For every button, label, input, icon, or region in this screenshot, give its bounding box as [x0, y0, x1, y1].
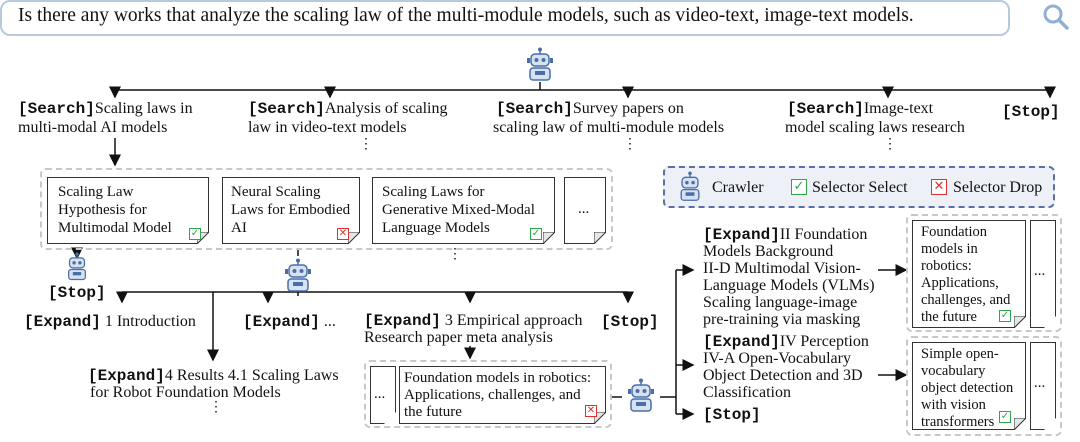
- more-papers-dots: ...: [1034, 375, 1046, 391]
- expand-action-right-2-line: Classification: [703, 384, 791, 401]
- expand-action-right-1-line: Models Background: [703, 243, 834, 260]
- drop-x-icon: ✕: [337, 228, 349, 240]
- page-fold-icon: [594, 412, 606, 424]
- paper-title: Scaling Law Hypothesis for Multimodal Mo…: [58, 184, 172, 236]
- expand-action-right-1-line: Scaling language-image: [703, 294, 858, 311]
- stop-action-left: [Stop]: [48, 284, 106, 302]
- more-dots: ⋮: [883, 137, 897, 152]
- paper-card[interactable]: [372, 177, 555, 244]
- paper-group: [364, 360, 612, 428]
- paper-title: Scaling Laws for Generative Mixed-Modal …: [382, 184, 535, 236]
- paper-card[interactable]: [399, 366, 606, 424]
- search-action-1: [Search]Scaling laws in: [18, 100, 193, 118]
- crawler-robot-icon: [680, 171, 700, 201]
- expand-action-right-1: [Expand]II Foundation: [703, 226, 868, 244]
- stop-action-mid: [Stop]: [601, 313, 659, 331]
- more-papers-dots: ...: [374, 386, 386, 402]
- crawler-robot-icon: [285, 258, 311, 292]
- expand-action-right-1-line: pre-training via masking: [703, 311, 861, 328]
- select-check-icon: ✓: [791, 179, 807, 195]
- search-action-2: [Search]Analysis of scaling: [248, 100, 448, 118]
- paper-card[interactable]: [47, 177, 209, 244]
- page-fold-icon: [1014, 316, 1026, 328]
- paper-title: Foundation models in robotics: Applicati…: [921, 224, 1011, 325]
- expand-action-right-2: [Expand]IV Perception: [703, 333, 869, 351]
- expand-action-4-line2: for Robot Foundation Models: [90, 384, 281, 401]
- paper-card-more[interactable]: [1030, 220, 1056, 328]
- more-dots: ⋮: [623, 137, 637, 152]
- more-dots: ⋮: [359, 137, 373, 152]
- search-action-3: [Search]Survey papers on: [496, 100, 684, 118]
- crawler-robot-icon: [527, 47, 553, 81]
- more-papers-dots: ...: [578, 201, 590, 217]
- query-box[interactable]: Is there any works that analyze the scal…: [0, 0, 1069, 36]
- select-check-icon: ✓: [999, 310, 1011, 322]
- paper-title: Simple open-vocabulary object detection …: [921, 346, 1014, 430]
- paper-card-more[interactable]: [370, 366, 396, 424]
- crawler-robot-icon: [628, 378, 654, 412]
- search-action-4: [Search]Image-text: [787, 100, 934, 118]
- search-icon[interactable]: [1042, 3, 1070, 31]
- crawler-robot-icon: [68, 252, 86, 281]
- expand-action-3: [Expand] 3 Empirical approach: [364, 312, 583, 330]
- search-action-3-line2: scaling law of multi-module models: [493, 119, 725, 136]
- paper-group: [906, 214, 1062, 332]
- search-action-2-line2: law in video-text models: [248, 119, 407, 136]
- more-papers-dots: ...: [1034, 263, 1046, 279]
- query-text: Is there any works that analyze the scal…: [18, 5, 914, 26]
- legend-select-label: Selector Select: [812, 179, 908, 196]
- stop-action-top: [Stop]: [1002, 103, 1060, 121]
- expand-action-2: [Expand] ...: [243, 313, 336, 331]
- expand-action-right-1-line: Language Models (VLMs): [703, 277, 875, 294]
- page-fold-icon: [1014, 418, 1026, 430]
- search-action-1-line2: multi-modal AI models: [18, 119, 168, 136]
- legend-crawler-label: Crawler: [712, 179, 764, 196]
- select-check-icon: ✓: [189, 228, 201, 240]
- expand-action-4: [Expand]4 Results 4.1 Scaling Laws: [88, 367, 339, 385]
- expand-action-1: [Expand] 1 Introduction: [24, 313, 196, 331]
- select-check-icon: ✓: [999, 411, 1011, 423]
- expand-action-right-2-line: IV-A Open-Vocabulary: [703, 350, 851, 367]
- expand-action-right-1-line: II-D Multimodal Vision-: [703, 260, 861, 277]
- expand-action-right-2-line: Object Detection and 3D: [703, 367, 863, 384]
- page-fold-icon: [348, 232, 360, 244]
- legend-drop-label: Selector Drop: [953, 179, 1043, 196]
- page-fold-icon: [543, 232, 555, 244]
- paper-group: [906, 336, 1062, 436]
- page-fold-icon: [594, 232, 606, 244]
- legend: Crawler ✓ Selector Select ✕ Selector Dro…: [663, 166, 1055, 208]
- paper-group: [40, 168, 613, 250]
- paper-title: Neural Scaling Laws for Embodied AI: [231, 184, 351, 236]
- paper-card-more[interactable]: [1030, 342, 1056, 430]
- more-dots: ⋮: [209, 400, 223, 415]
- drop-x-icon: ✕: [931, 179, 947, 195]
- drop-x-icon: ✕: [585, 405, 597, 417]
- paper-title: Foundation models in robotics: Applicati…: [404, 370, 592, 420]
- select-check-icon: ✓: [530, 228, 542, 240]
- expand-action-3-line2: Research paper meta analysis: [364, 329, 553, 346]
- stop-action-right: [Stop]: [703, 406, 761, 424]
- more-dots: ⋮: [448, 247, 462, 262]
- search-action-4-line2: model scaling laws research: [785, 119, 965, 136]
